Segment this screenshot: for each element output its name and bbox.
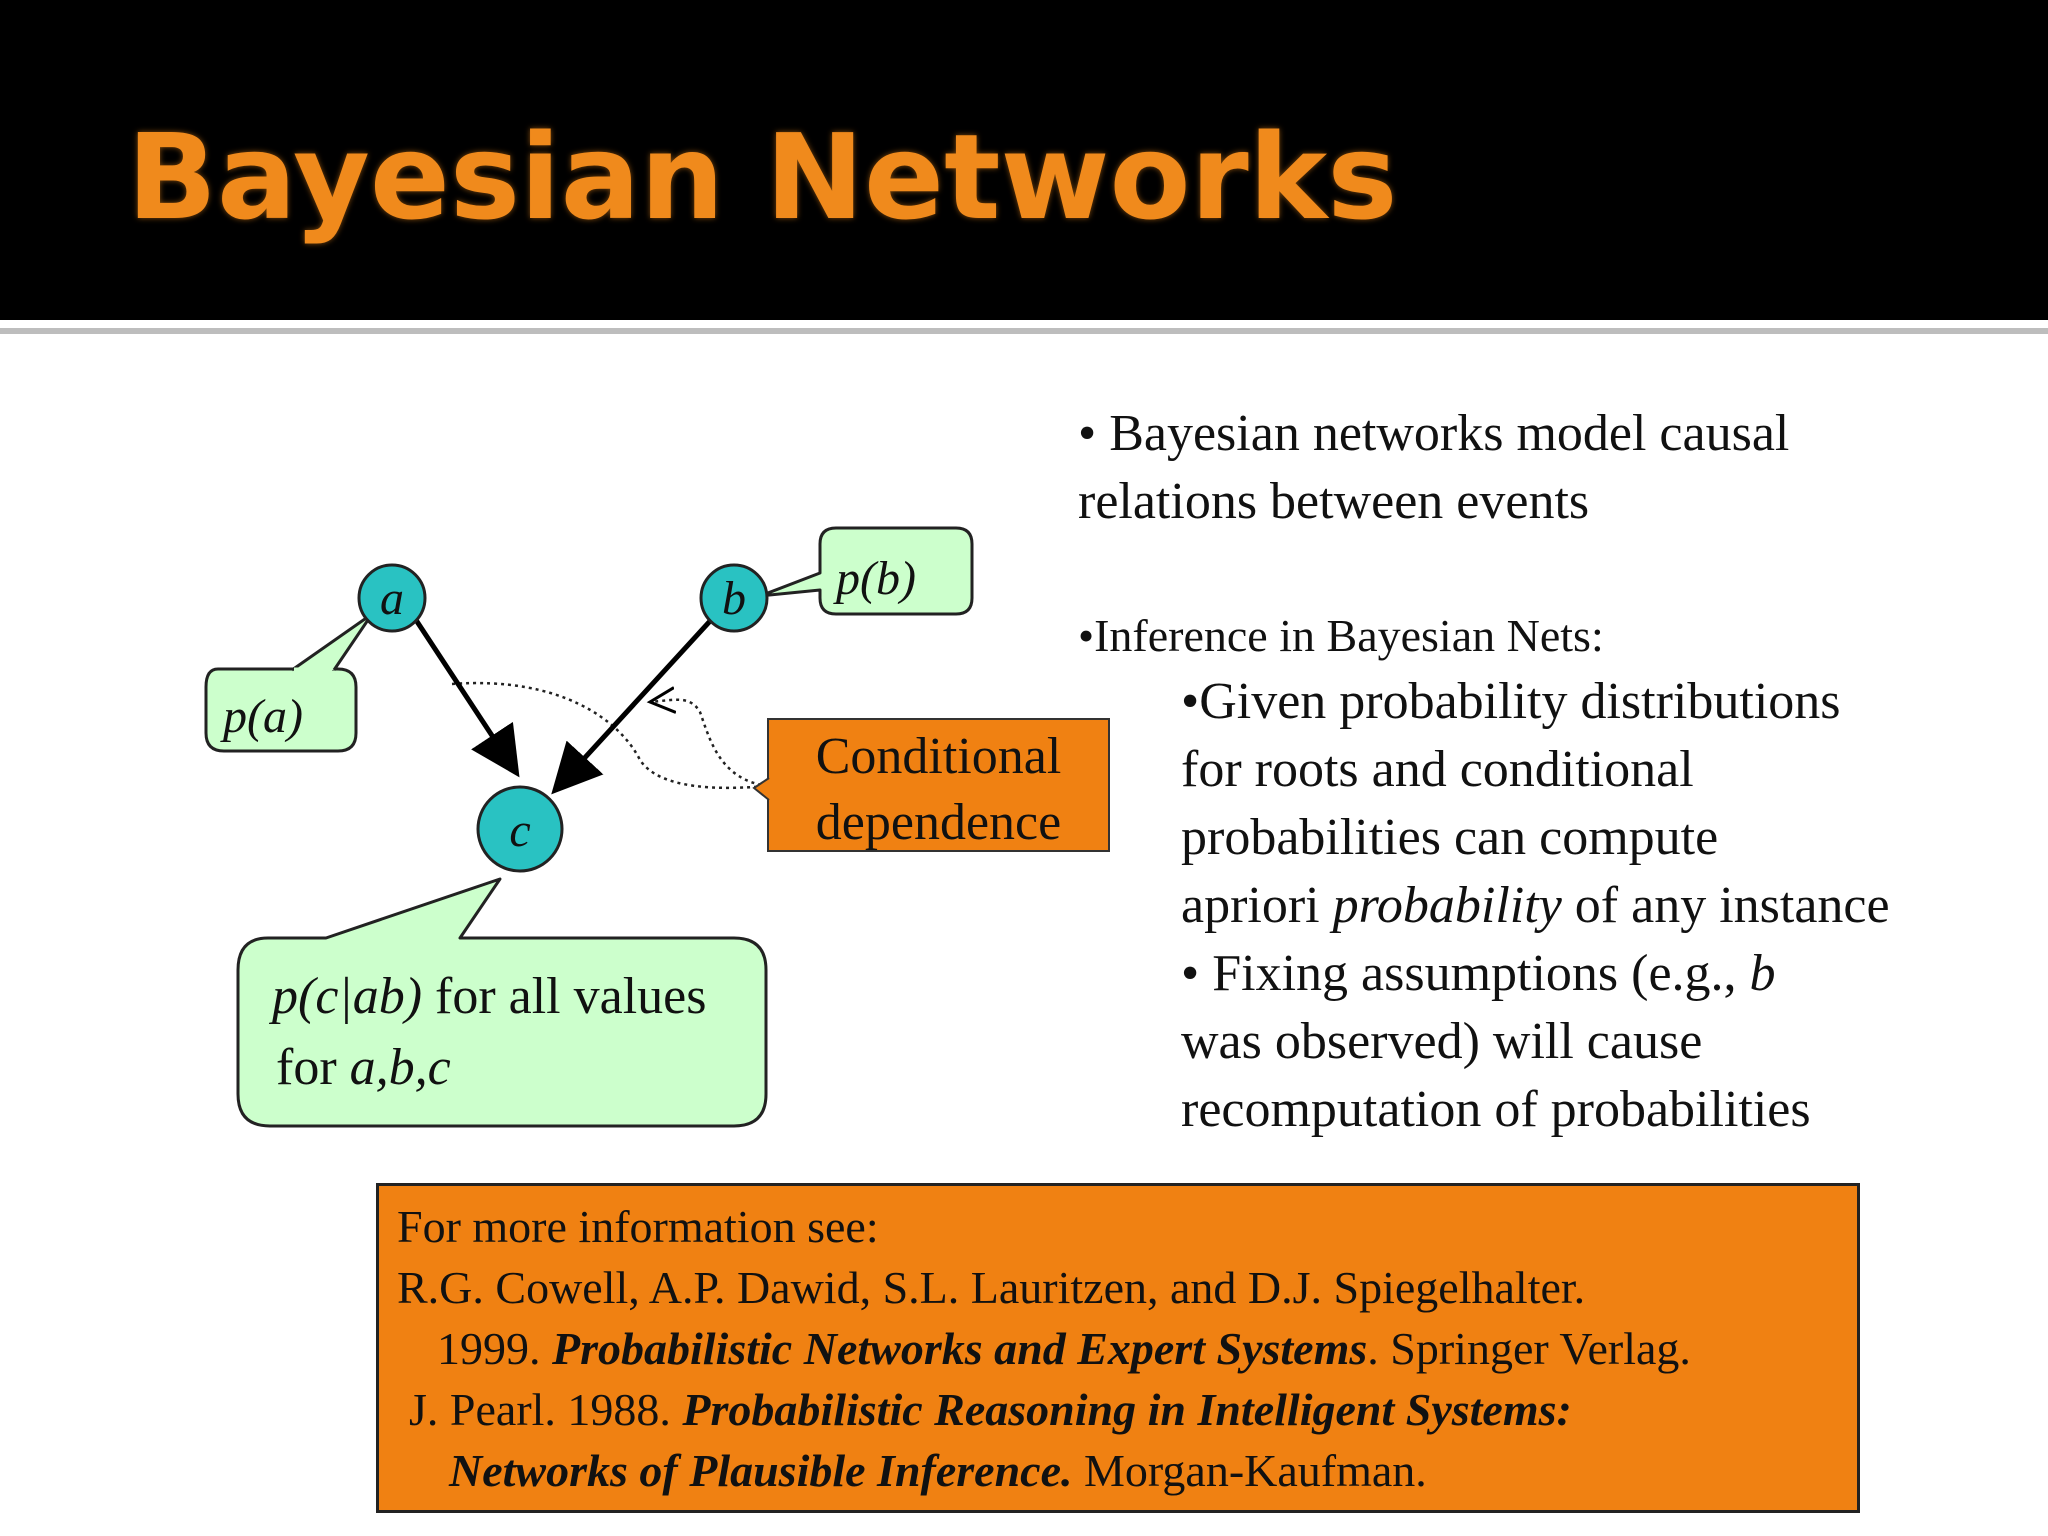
ref-1-authors: R.G. Cowell, A.P. Dawid, S.L. Lauritzen,… xyxy=(397,1262,1586,1313)
ref-1-year: 1999. xyxy=(437,1323,552,1374)
ref-1-publisher: . Springer Verlag. xyxy=(1367,1323,1691,1374)
sub-bullet-1-line4: apriori probability of any instance xyxy=(1181,872,1890,940)
callout-pcab-line2: for a,b,c xyxy=(276,1038,451,1097)
ref-1-title: Probabilistic Networks and Expert System… xyxy=(552,1323,1368,1374)
callout-pcab-vars: a,b,c xyxy=(349,1039,451,1096)
dependence-curve-2 xyxy=(650,700,769,788)
node-a-label: a xyxy=(380,572,404,625)
sub-bullet-2-line1: • Fixing assumptions (e.g., b xyxy=(1181,940,1890,1008)
sub-bullet-1-line2: for roots and conditional xyxy=(1181,741,1694,798)
callout-pcab-line1: p(c|ab) for all values xyxy=(272,967,706,1026)
sub-bullet-2-line1-a: • Fixing assumptions (e.g., xyxy=(1181,945,1750,1002)
ref-2-publisher: Morgan-Kaufman. xyxy=(1072,1445,1427,1496)
edge-a-to-c xyxy=(413,618,520,778)
callout-pb-text: p(b) xyxy=(833,552,916,605)
sub-bullet-1-line3: probabilities can compute xyxy=(1181,809,1719,866)
conditional-dependence-box: Conditional dependence xyxy=(767,718,1110,852)
ref-2-line2: Networks of Plausible Inference. Morgan-… xyxy=(449,1444,1427,1497)
ref-2-line1: J. Pearl. 1988. Probabilistic Reasoning … xyxy=(409,1383,1572,1436)
sub-bullet-1-line1: •Given probability distributions xyxy=(1181,673,1841,730)
conditional-box-pointer xyxy=(752,777,770,801)
sub-bullet-1-line4-b: probability xyxy=(1332,877,1562,934)
node-c xyxy=(476,785,564,873)
callout-pa-pointer xyxy=(291,612,374,672)
sub-bullet-1-line4-a: apriori xyxy=(1181,877,1333,934)
title-rule-gray xyxy=(0,328,2048,334)
callout-pcab-prob: p(c|ab) xyxy=(272,968,423,1025)
conditional-line2: dependence xyxy=(815,794,1062,851)
conditional-line1: Conditional xyxy=(815,728,1062,785)
bullet-1-line2: relations between events xyxy=(1078,473,1590,530)
dependence-curve-1 xyxy=(451,681,769,790)
bullet-2-heading: •Inference in Bayesian Nets: xyxy=(1078,610,1604,661)
sub-bullet-2-line3: recomputation of probabilities xyxy=(1181,1081,1811,1138)
references-box: For more information see: R.G. Cowell, A… xyxy=(376,1183,1860,1513)
callout-pcab-text1: for all values xyxy=(422,968,707,1025)
node-b xyxy=(699,563,769,633)
ref-2-authors: J. Pearl. 1988. xyxy=(409,1384,683,1435)
sub-bullet-2-line2: was observed) will cause xyxy=(1181,1013,1703,1070)
node-a xyxy=(357,563,427,633)
bullet-1: • Bayesian networks model causal relatio… xyxy=(1078,400,1789,536)
sub-bullet-2-line1-b: b xyxy=(1749,945,1776,1002)
sub-bullet-1-line4-c: of any instance xyxy=(1561,877,1890,934)
node-c-label: c xyxy=(509,804,530,857)
slide-title: Bayesian Networks xyxy=(127,108,1398,246)
ref-2-title-2: Networks of Plausible Inference. xyxy=(449,1445,1073,1496)
callout-pa-text: p(a) xyxy=(220,690,303,743)
ref-intro: For more information see: xyxy=(397,1201,879,1252)
node-b-label: b xyxy=(722,572,746,625)
sub-bullets: •Given probability distributions for roo… xyxy=(1181,668,1890,1144)
edge-b-to-c xyxy=(551,618,713,795)
callout-pb-shape xyxy=(758,526,974,616)
callout-pcab-shape xyxy=(236,877,768,1128)
ref-1-rest: 1999. Probabilistic Networks and Expert … xyxy=(437,1322,1691,1375)
title-rule-white xyxy=(0,320,2048,326)
bullet-1-line1: • Bayesian networks model causal xyxy=(1078,405,1790,462)
callout-pa-shape xyxy=(204,667,358,753)
ref-2-title-1: Probabilistic Reasoning in Intelligent S… xyxy=(682,1384,1572,1435)
callout-pcab-for: for xyxy=(276,1039,350,1096)
title-bar: Bayesian Networks xyxy=(0,0,2048,320)
